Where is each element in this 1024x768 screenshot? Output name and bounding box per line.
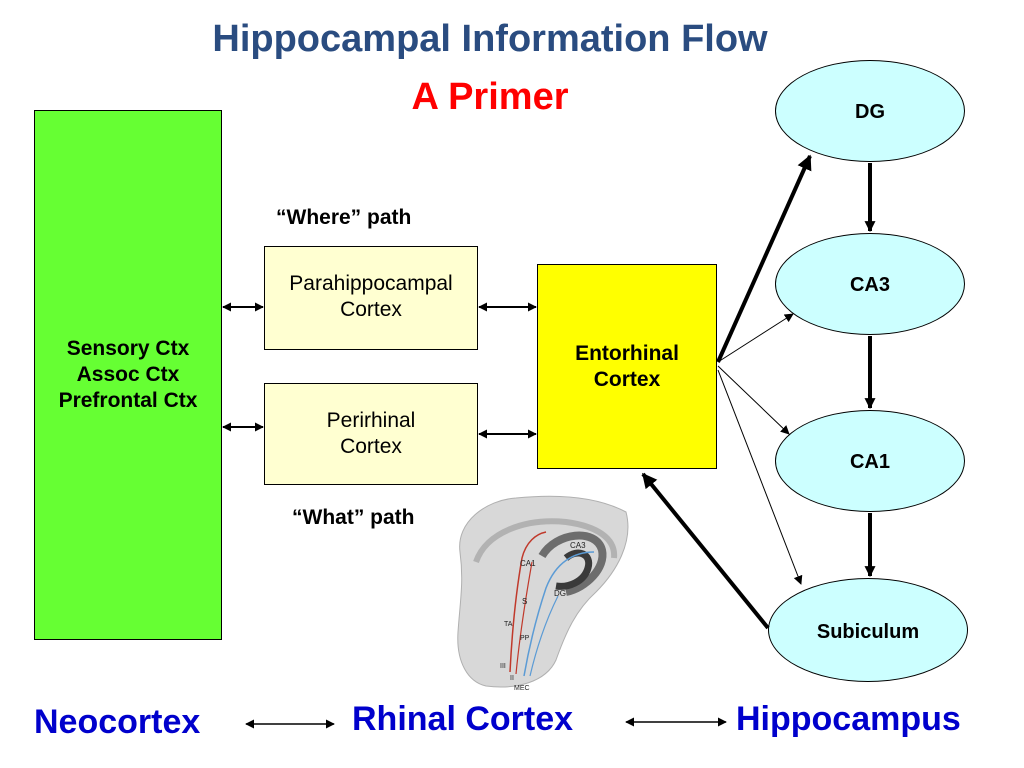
parahippocampal-cortex-box: Parahippocampal Cortex: [264, 246, 478, 350]
inset-label-ii: II: [510, 675, 514, 682]
arrow-entorhinal-dg: [716, 154, 812, 363]
hippocampus-histology-image: CA1 CA3 DG S TA PP III II MEC: [457, 495, 629, 692]
ca-pyramidal-layer: [538, 531, 607, 596]
perirhinal-cortex-box: Perirhinal Cortex: [264, 383, 478, 485]
inset-label-pp: PP: [520, 635, 530, 642]
perforant-path-blue-2: [529, 595, 559, 677]
diagram-subtitle: A Primer: [411, 76, 569, 118]
diagram-title: Hippocampal Information Flow: [212, 18, 768, 60]
inset-label-s: S: [522, 597, 527, 606]
where-path-label: “Where” path: [276, 206, 412, 229]
dentate-gyrus-layer: [555, 549, 593, 590]
hippocampus-label: Hippocampus: [736, 700, 961, 738]
ca3-node: CA3: [775, 233, 965, 335]
perforant-path-red-2: [515, 561, 533, 675]
inset-label-ca1: CA1: [520, 559, 536, 568]
arrow-subiculum-entorhinal: [641, 472, 770, 630]
arrow-entorhinal-ca1: [717, 365, 790, 435]
inset-label-mec: MEC: [514, 685, 530, 692]
perforant-path-blue: [523, 551, 595, 677]
rhinal-cortex-label: Rhinal Cortex: [352, 700, 574, 738]
neocortex-box: Sensory Ctx Assoc Ctx Prefrontal Ctx: [34, 110, 222, 640]
neocortex-label: Neocortex: [34, 703, 201, 741]
dg-node-label: DG: [855, 101, 885, 123]
tissue-section: [457, 495, 629, 688]
inset-label-ca3: CA3: [570, 541, 586, 550]
subiculum-node-label: Subiculum: [816, 621, 920, 643]
inset-label-iii: III: [500, 663, 506, 670]
entorhinal-cortex-box: Entorhinal Cortex: [537, 264, 717, 469]
tissue-band: [473, 518, 618, 564]
subiculum-node: Subiculum: [768, 578, 968, 682]
ca1-node-label: CA1: [849, 451, 890, 473]
arrow-entorhinal-subiculum: [717, 369, 803, 585]
dg-node: DG: [775, 60, 965, 162]
inset-label-dg: DG: [554, 589, 566, 598]
ca1-node: CA1: [775, 410, 965, 512]
perforant-path-red: [509, 531, 547, 673]
ca3-node-label: CA3: [849, 274, 890, 296]
inset-label-ta: TA: [504, 621, 513, 628]
arrow-entorhinal-ca3: [717, 313, 794, 363]
what-path-label: “What” path: [292, 506, 415, 529]
